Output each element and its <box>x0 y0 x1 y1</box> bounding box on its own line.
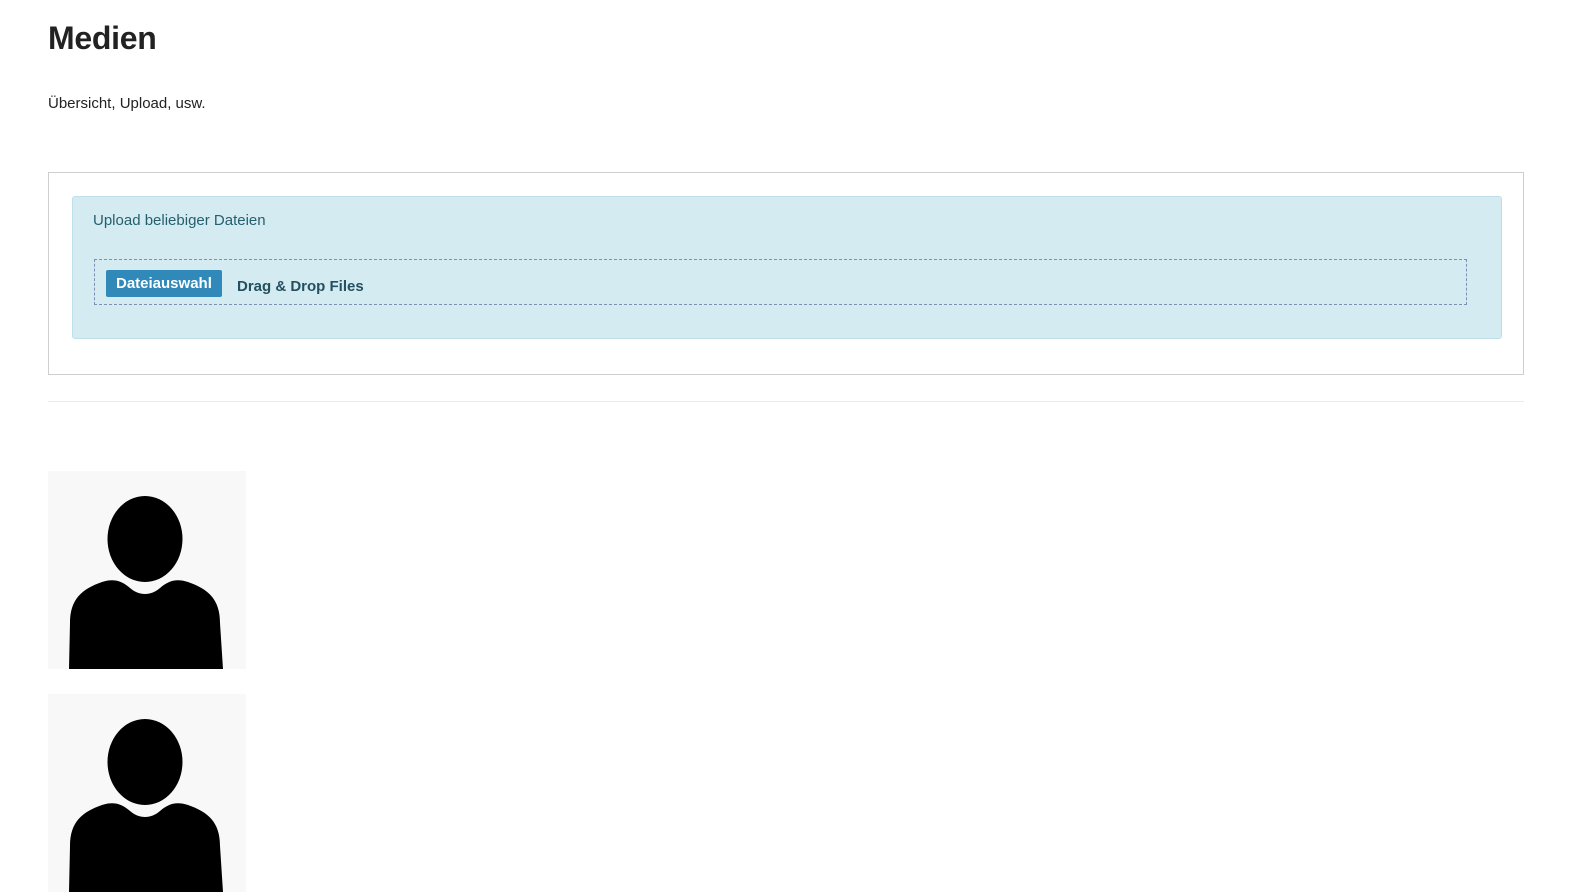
media-thumbnail[interactable] <box>48 471 246 669</box>
page-subtitle: Übersicht, Upload, usw. <box>48 95 206 112</box>
file-dropzone[interactable]: Dateiauswahl Drag & Drop Files <box>94 259 1467 305</box>
user-avatar-icon <box>69 719 223 892</box>
media-thumbnail[interactable] <box>48 694 246 892</box>
user-avatar-icon <box>69 496 223 669</box>
upload-heading: Upload beliebiger Dateien <box>93 212 266 229</box>
section-divider <box>48 401 1524 402</box>
file-select-button[interactable]: Dateiauswahl <box>106 270 222 297</box>
upload-alert: Upload beliebiger Dateien Dateiauswahl D… <box>72 196 1502 339</box>
media-list <box>48 471 246 896</box>
dropzone-label: Drag & Drop Files <box>237 278 364 295</box>
upload-panel: Upload beliebiger Dateien Dateiauswahl D… <box>48 172 1524 375</box>
page-title: Medien <box>48 20 157 56</box>
